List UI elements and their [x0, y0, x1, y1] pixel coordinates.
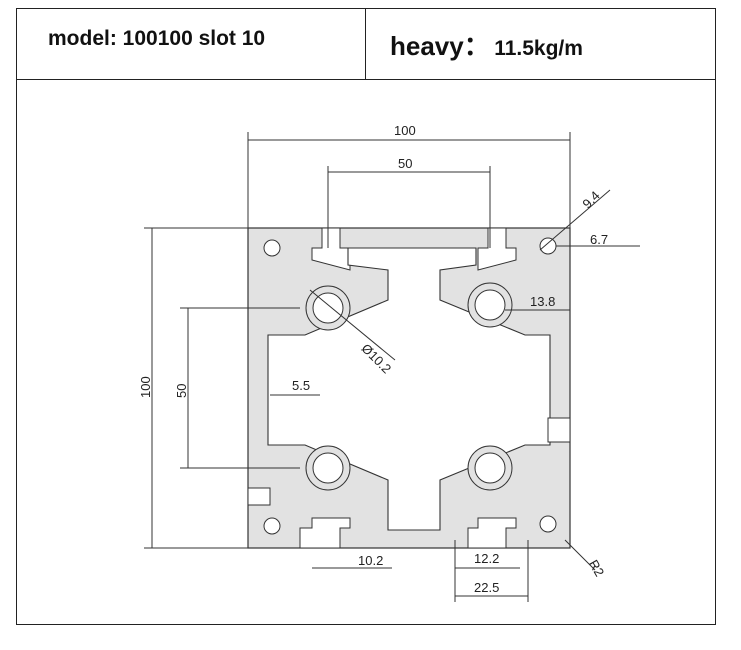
dim-slot-width: 22.5: [474, 580, 499, 595]
dim-width-slots: 50: [398, 156, 412, 171]
dim-slot-inner: 12.2: [474, 551, 499, 566]
dim-corner-hole-inner: 6.7: [590, 232, 608, 247]
dim-wall: 5.5: [292, 378, 310, 393]
weight-key: heavy：: [390, 31, 490, 61]
dim-corner-hole-outer: 9.4: [579, 188, 602, 211]
dim-height-total: 100: [138, 376, 153, 398]
weight-label: heavy： 11.5kg/m: [390, 26, 583, 63]
dim-radius: R2: [586, 557, 607, 579]
drawing-frame: [16, 8, 716, 625]
spec-header: [16, 8, 716, 80]
dim-height-slots: 50: [174, 384, 189, 398]
dim-slot-opening: 10.2: [358, 553, 383, 568]
dimension-lines: [144, 132, 640, 602]
dim-width-total: 100: [394, 123, 416, 138]
weight-value: 11.5kg/m: [494, 37, 583, 60]
aluminum-profile: [247, 227, 571, 549]
bore-holes: [305, 282, 513, 491]
model-label: model: 100100 slot 10: [48, 27, 266, 50]
dim-slot-depth: 13.8: [530, 294, 555, 309]
header-divider: [365, 8, 366, 80]
